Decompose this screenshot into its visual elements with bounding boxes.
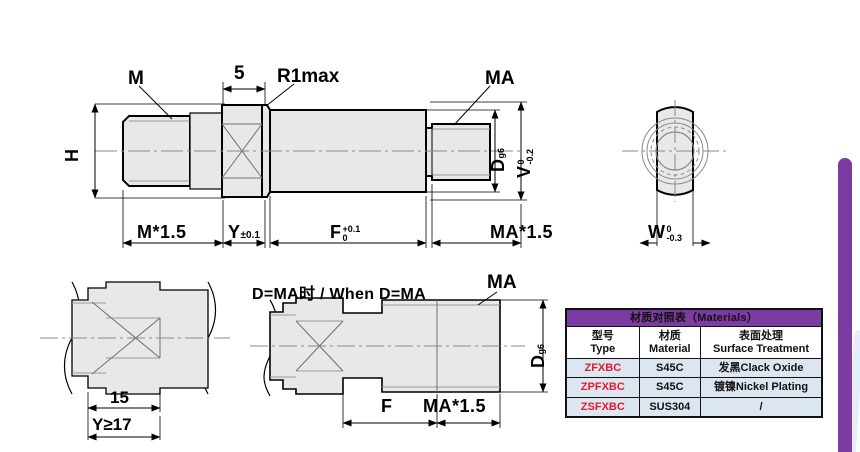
materials-table-header-row: 型号 Type 材质 Material 表面处理 Surface Treatme… [565,326,823,359]
cell-type: ZPFXBC [565,377,640,398]
cell-type: ZFXBC [565,357,640,379]
materials-table-title-row: 材质对照表（Materials） [565,308,823,328]
cell-material: S45C [638,357,702,379]
dim-shank-dia: Dg6 [488,147,508,172]
materials-table-title: 材质对照表（Materials） [565,308,823,328]
end-view [622,100,728,247]
accent-bar [838,158,852,452]
detail-view-note: D=MA时 / When D=MA [252,286,426,303]
detail-dim-f: F [381,396,393,416]
detail-dim-ma-thread-length: MA*1.5 [423,396,487,416]
main-view-part-outline [95,104,520,198]
table-row: ZPFXBC S45C 镀镍Nickel Plating [565,377,823,398]
detail-callout-ma: MA [487,272,517,293]
dim-y: Y±0.1 [228,222,260,242]
header-surface-treatment: 表面处理 Surface Treatment [700,326,823,359]
detail-dim-shank-dia: Dg6 [528,343,548,368]
callout-ma-thread: MA [485,68,515,89]
dim-shoulder-width: 5 [234,63,245,84]
dim-f: F +0.1 0 [330,222,361,243]
cell-surface: 发黑Clack Oxide [700,357,823,379]
dim-across-flats: W 0 -0.3 [648,222,683,243]
header-material: 材质 Material [638,326,702,359]
dim-flat-height: V 0 -0.2 [514,148,535,178]
header-type: 型号 Type [565,326,640,359]
dim-head-height: H [62,148,82,163]
cell-type: ZSFXBC [565,396,640,418]
materials-table: 材质对照表（Materials） 型号 Type 材质 Material 表面处… [565,308,823,418]
detail-bottom-view [250,291,548,428]
detail-left-view [40,281,230,441]
main-view-dimensions [91,82,527,248]
callout-m-thread: M [128,68,144,89]
dim-flat-length: 15 [110,388,129,407]
table-row: ZFXBC S45C 发黑Clack Oxide [565,357,823,379]
dim-m-thread-length: M*1.5 [137,222,187,242]
table-row: ZSFXBC SUS304 / [565,396,823,418]
callout-r1max: R1max [277,66,340,87]
dim-y-min: Y≥17 [92,415,132,434]
cell-material: SUS304 [638,396,702,418]
cell-surface: / [700,396,823,418]
cell-surface: 镀镍Nickel Plating [700,377,823,398]
dim-ma-thread-length: MA*1.5 [490,222,554,242]
cell-material: S45C [638,377,702,398]
